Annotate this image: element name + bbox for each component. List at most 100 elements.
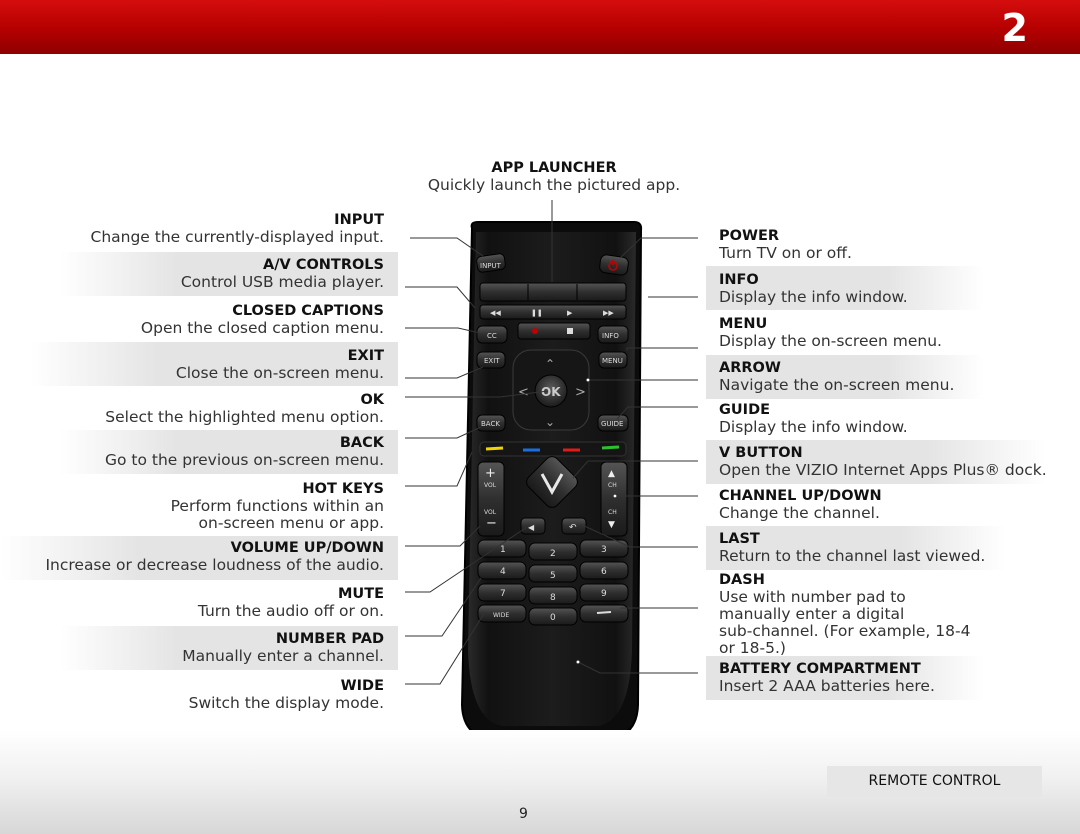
label-band — [706, 355, 984, 399]
exit-button[interactable]: EXIT — [476, 351, 506, 369]
ch-label: CH — [608, 482, 617, 489]
label-band — [30, 342, 398, 386]
last-button[interactable]: ↶ — [561, 517, 587, 535]
callout-desc: Change the currently-displayed input. — [90, 228, 385, 246]
input-button-label: INPUT — [480, 262, 502, 270]
ok-button-label: OK — [541, 385, 561, 399]
v-button[interactable] — [524, 454, 581, 511]
ok-button[interactable]: OK — [534, 374, 568, 408]
chapter-header-bar: 2 — [0, 0, 1080, 54]
label-band — [60, 252, 398, 296]
rewind-icon: ◀◀ — [490, 309, 501, 317]
callout-input: INPUT Change the currently-displayed inp… — [44, 212, 385, 246]
callout-desc: Manually enter a channel. — [182, 647, 384, 665]
arrow-right-icon: > — [575, 385, 586, 400]
callout-desc: Display the info window. — [719, 418, 908, 436]
power-button[interactable] — [599, 254, 629, 276]
app-launcher-buttons — [479, 282, 627, 302]
callout-desc: Navigate the on-screen menu. — [719, 376, 955, 394]
callout-wide: WIDE Switch the display mode. — [54, 678, 384, 712]
info-button[interactable]: INFO — [597, 325, 629, 344]
callout-desc: Display the info window. — [719, 288, 908, 306]
callout-title: MUTE — [338, 586, 384, 602]
channel-down-icon: ▼ — [608, 520, 615, 530]
callout-last: LAST Return to the channel last viewed. — [719, 531, 1049, 565]
callout-title: V BUTTON — [719, 445, 803, 461]
callout-title: HOT KEYS — [302, 481, 385, 497]
guide-button-label: GUIDE — [601, 420, 623, 428]
callout-desc: Go to the previous on-screen menu. — [104, 451, 384, 469]
label-band — [706, 440, 1046, 484]
vol-label: VOL — [484, 509, 497, 516]
callout-title: OK — [360, 392, 384, 408]
volume-rocker[interactable]: + VOL VOL − — [477, 461, 505, 537]
callout-title: MENU — [719, 316, 768, 332]
callout-desc: Display the on-screen menu. — [719, 332, 942, 350]
back-button[interactable]: BACK — [476, 414, 506, 432]
callout-desc: on-screen menu or app. — [198, 514, 384, 532]
callout-desc: Turn TV on or off. — [719, 244, 852, 262]
info-button-label: INFO — [602, 332, 619, 340]
callout-volume: VOLUME UP/DOWN Increase or decrease loud… — [4, 540, 384, 574]
vizio-v-icon — [540, 473, 564, 496]
callout-desc: Open the VIZIO Internet Apps Plus® dock. — [719, 461, 1047, 479]
callout-back: BACK Go to the previous on-screen menu. — [54, 435, 384, 469]
callout-title: LAST — [719, 531, 760, 547]
callout-desc: Close the on-screen menu. — [175, 364, 384, 382]
digit-key: 1 — [500, 545, 506, 555]
callout-title: DASH — [719, 572, 765, 588]
input-button[interactable]: INPUT — [476, 253, 506, 273]
exit-button-label: EXIT — [484, 357, 500, 365]
leader-dots — [575, 377, 618, 665]
menu-button-label: MENU — [602, 357, 623, 365]
number-pad[interactable]: 1 2 3 4 5 6 7 8 9 WIDE 0 — [477, 539, 629, 626]
hot-key-green[interactable] — [601, 445, 620, 450]
digit-key: 8 — [550, 593, 556, 603]
last-icon: ↶ — [569, 523, 577, 533]
callout-desc: Quickly launch the pictured app. — [427, 176, 681, 194]
label-band — [706, 526, 1006, 570]
guide-button[interactable]: GUIDE — [597, 414, 629, 432]
callout-channel: CHANNEL UP/DOWN Change the channel. — [719, 488, 1049, 522]
callout-number-pad: NUMBER PAD Manually enter a channel. — [54, 631, 384, 665]
callout-title: WIDE — [340, 678, 384, 694]
callout-title: A/V CONTROLS — [263, 257, 384, 273]
digit-key: 0 — [550, 613, 556, 623]
fast-forward-icon: ▶▶ — [603, 309, 614, 317]
callout-title: POWER — [719, 228, 780, 244]
hot-key-yellow[interactable] — [485, 446, 504, 451]
av-control-buttons[interactable]: ◀◀ ❚❚ ▶ ▶▶ — [479, 304, 627, 340]
vol-label: VOL — [484, 482, 497, 489]
callout-title: ARROW — [719, 360, 781, 376]
digit-key: 9 — [601, 589, 607, 599]
volume-up-icon: + — [485, 466, 496, 481]
menu-button[interactable]: MENU — [598, 351, 628, 369]
label-band — [60, 626, 398, 670]
callout-desc: Turn the audio off or on. — [197, 602, 384, 620]
record-icon — [532, 328, 538, 334]
callout-exit: EXIT Close the on-screen menu. — [54, 348, 384, 382]
chapter-number: 2 — [1001, 6, 1028, 50]
page-number: 9 — [519, 806, 528, 822]
cc-button[interactable]: CC — [476, 325, 508, 344]
callout-title: INPUT — [334, 212, 384, 228]
callout-desc: Increase or decrease loudness of the aud… — [45, 556, 384, 574]
callout-menu: MENU Display the on-screen menu. — [719, 316, 1049, 350]
callout-desc: sub-channel. (For example, 18-4 — [719, 622, 971, 640]
hot-keys[interactable] — [479, 441, 627, 457]
callout-title: BATTERY COMPARTMENT — [719, 661, 921, 677]
leader-lines — [405, 200, 698, 685]
callout-desc: Perform functions within an — [170, 497, 384, 515]
digit-key: 3 — [601, 545, 607, 555]
callout-desc: Change the channel. — [719, 504, 880, 522]
channel-up-icon: ▲ — [608, 469, 615, 479]
callout-title: VOLUME UP/DOWN — [230, 540, 384, 556]
callout-title: NUMBER PAD — [275, 631, 384, 647]
callout-desc: Use with number pad to — [719, 588, 906, 606]
callout-battery: BATTERY COMPARTMENT Insert 2 AAA batteri… — [719, 661, 1049, 695]
channel-rocker[interactable]: ▲ CH CH ▼ — [600, 461, 628, 537]
callout-desc: manually enter a digital — [719, 605, 905, 623]
mute-button[interactable]: ◀ — [520, 517, 546, 535]
stop-icon — [567, 328, 573, 334]
